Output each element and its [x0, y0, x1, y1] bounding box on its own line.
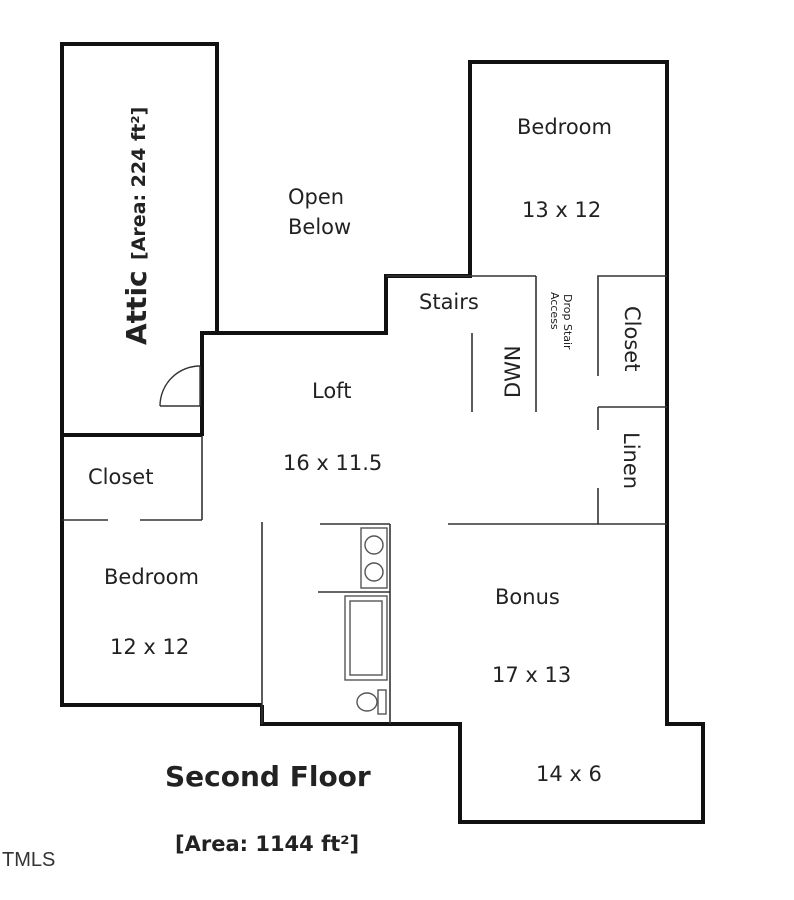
open-below-label-1: Open — [288, 185, 344, 209]
sink-icon — [364, 535, 384, 555]
open-below-label-2: Below — [288, 215, 351, 239]
linen-label: Linen — [619, 432, 643, 489]
bonus-alcove-size: 14 x 6 — [536, 762, 602, 786]
bedroom-lower-name: Bedroom — [104, 565, 199, 589]
interior-walls — [62, 275, 667, 724]
drop-stair-label-1: Drop Stair — [561, 294, 574, 350]
floor-title: Second Floor — [165, 760, 371, 793]
stairs-label: Stairs — [419, 290, 479, 314]
total-area: [Area: 1144 ft²] — [175, 832, 359, 856]
vanity — [360, 527, 388, 589]
attic-labels: Attic [Area: 224 ft²] — [120, 107, 153, 345]
left-outer-wall — [60, 434, 262, 707]
attic-wall — [60, 42, 219, 434]
bedroom-upper-name: Bedroom — [517, 115, 612, 139]
attic-area: [Area: 224 ft²] — [128, 107, 150, 260]
bedroom-upper-size: 13 x 12 — [522, 198, 601, 222]
closet-right-label: Closet — [620, 306, 644, 371]
loft-size: 16 x 11.5 — [283, 451, 382, 475]
sink-icon-2 — [364, 562, 384, 582]
toilet-icon — [356, 692, 378, 712]
bathtub-icon — [344, 595, 388, 681]
drop-stair-label-2: Access — [548, 292, 561, 330]
bonus-size: 17 x 13 — [492, 663, 571, 687]
loft-name: Loft — [312, 379, 351, 403]
bedroom-lower-size: 12 x 12 — [110, 635, 189, 659]
closet-left-label: Closet — [88, 465, 153, 489]
bath-fixtures — [344, 527, 388, 715]
toilet-tank — [377, 689, 387, 715]
exterior-walls — [60, 42, 705, 824]
attic-label: Attic — [120, 270, 153, 345]
bonus-name: Bonus — [495, 585, 560, 609]
attic-door — [159, 365, 201, 407]
mls-watermark: TMLS — [2, 849, 55, 871]
stairs-down-label: DWN — [501, 345, 525, 398]
loft-wall — [200, 60, 705, 824]
